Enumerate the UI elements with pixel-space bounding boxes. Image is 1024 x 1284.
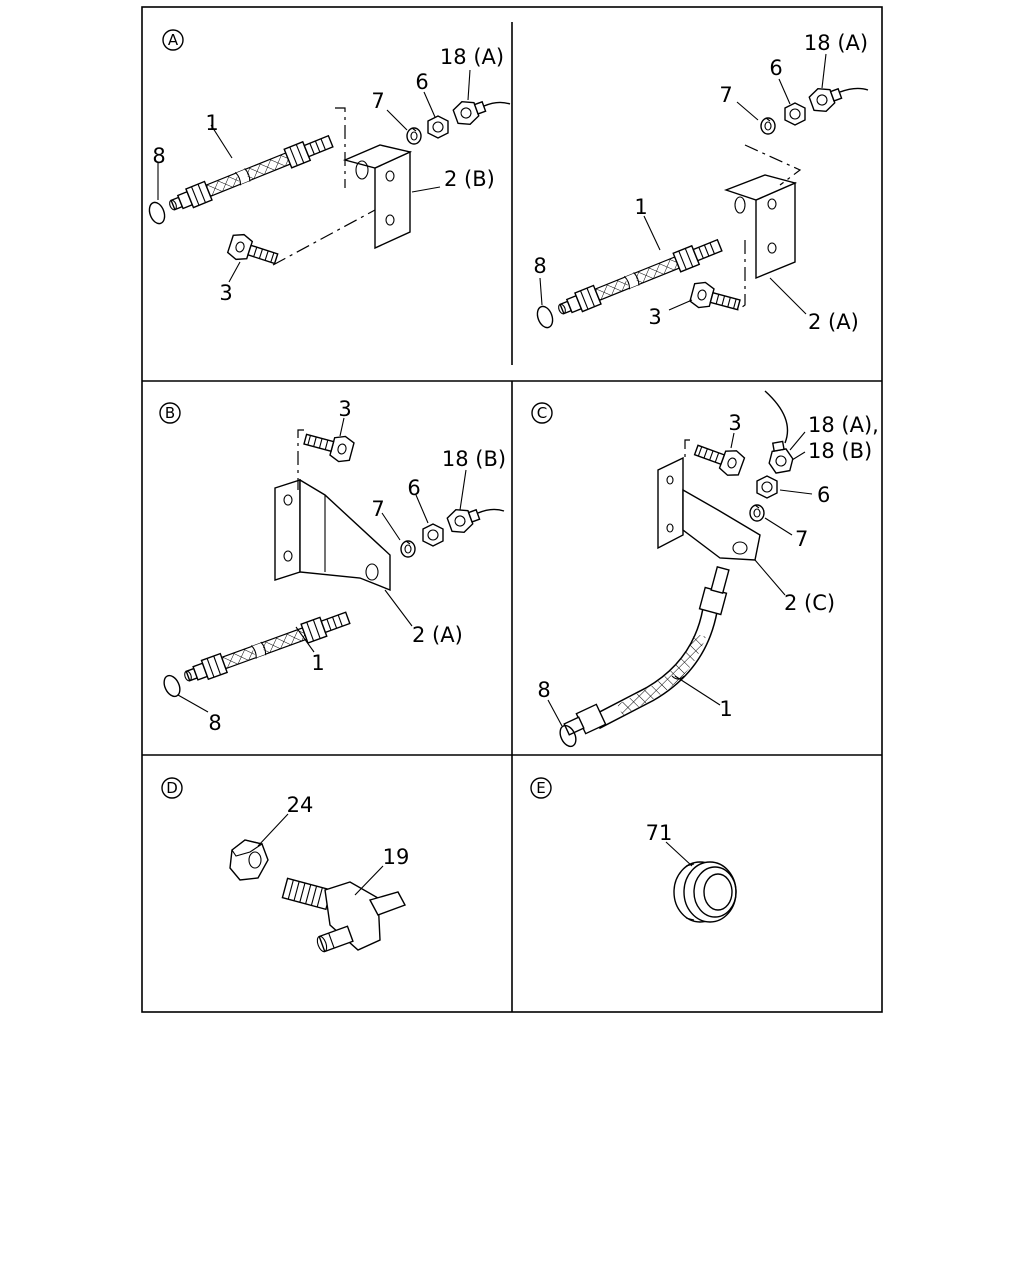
panel-c: C [531, 390, 879, 748]
label-18a: 18 (A) [440, 45, 504, 69]
svg-text:B: B [165, 404, 175, 422]
panel-e: E 71 [530, 777, 737, 923]
bolt-3 [688, 279, 743, 319]
braided-hose-1 [181, 607, 352, 688]
nut-6 [422, 523, 444, 547]
leader-lines [257, 813, 384, 896]
o-ring-8 [148, 201, 166, 225]
bracket-2c [657, 456, 761, 561]
o-ring-8 [163, 674, 181, 698]
label-2a: 2 (A) [412, 623, 463, 647]
flare-nut-18 [764, 390, 796, 475]
label-2b: 2 (B) [444, 167, 495, 191]
flare-nut-18b [444, 502, 505, 537]
label-3: 3 [219, 281, 232, 305]
label-1: 1 [719, 697, 732, 721]
flare-nut-18a [450, 94, 511, 129]
flare-nut-18a [806, 81, 869, 116]
svg-text:A: A [168, 31, 179, 49]
label-24: 24 [287, 793, 314, 817]
panel-a-right: 18 (A) 6 7 1 8 3 2 (A) [533, 31, 869, 334]
label-8: 8 [152, 144, 165, 168]
svg-text:E: E [536, 779, 545, 797]
assembly-centerlines [684, 439, 690, 462]
bolt-3 [301, 425, 356, 465]
assembly-centerlines [737, 144, 802, 311]
label-71: 71 [646, 821, 673, 845]
section-marker-a: A [162, 29, 184, 51]
nut-24 [229, 839, 269, 881]
nut-6 [427, 115, 449, 139]
washer-7 [406, 127, 422, 145]
label-6: 6 [407, 476, 420, 500]
panel-b: B [159, 397, 506, 735]
braided-hose-1 [165, 131, 336, 217]
section-marker-e: E [530, 777, 552, 799]
panel-a-left: A [148, 29, 511, 305]
label-6: 6 [415, 70, 428, 94]
washer-7 [400, 540, 416, 558]
label-6: 6 [817, 483, 830, 507]
bracket-2b [342, 144, 413, 250]
washer-7 [760, 117, 776, 135]
label-1: 1 [634, 195, 647, 219]
section-marker-c: C [531, 402, 553, 424]
bracket-2a [723, 174, 798, 280]
label-18b: 18 (B) [442, 447, 506, 471]
label-7: 7 [371, 497, 384, 521]
label-3: 3 [728, 411, 741, 435]
braided-hose-1 [563, 565, 730, 736]
svg-text:C: C [537, 404, 547, 422]
section-marker-b: B [159, 402, 181, 424]
label-18a: 18 (A) [804, 31, 868, 55]
label-18a: 18 (A), [808, 413, 879, 437]
diagram-frame [141, 6, 883, 1013]
label-7: 7 [795, 527, 808, 551]
leader-lines [547, 431, 813, 727]
label-18b: 18 (B) [808, 439, 872, 463]
section-marker-d: D [161, 777, 183, 799]
o-ring-8 [559, 724, 577, 748]
label-1: 1 [205, 111, 218, 135]
bolt-3 [225, 230, 281, 272]
label-2a: 2 (A) [808, 310, 859, 334]
bolt-3 [691, 437, 747, 480]
bracket-2a [274, 478, 391, 592]
assembly-centerlines [297, 429, 304, 490]
label-2c: 2 (C) [784, 591, 835, 615]
label-3: 3 [338, 397, 351, 421]
leader-lines [665, 841, 693, 867]
leader-lines [539, 53, 827, 315]
label-7: 7 [719, 83, 732, 107]
washer-7 [749, 504, 765, 522]
grommet-71 [673, 861, 737, 923]
leader-lines [177, 417, 467, 713]
label-7: 7 [371, 89, 384, 113]
label-1: 1 [311, 651, 324, 675]
nut-6 [756, 475, 778, 499]
label-8: 8 [537, 678, 550, 702]
leader-lines [157, 69, 471, 283]
nut-6 [784, 102, 806, 126]
panel-d: D [161, 777, 410, 953]
assembly-centerlines [272, 107, 376, 266]
tee-union-19 [281, 877, 406, 953]
svg-text:D: D [166, 779, 178, 797]
label-6: 6 [769, 56, 782, 80]
label-8: 8 [533, 254, 546, 278]
o-ring-8 [536, 305, 554, 329]
label-8: 8 [208, 711, 221, 735]
label-3: 3 [648, 305, 661, 329]
label-19: 19 [383, 845, 410, 869]
